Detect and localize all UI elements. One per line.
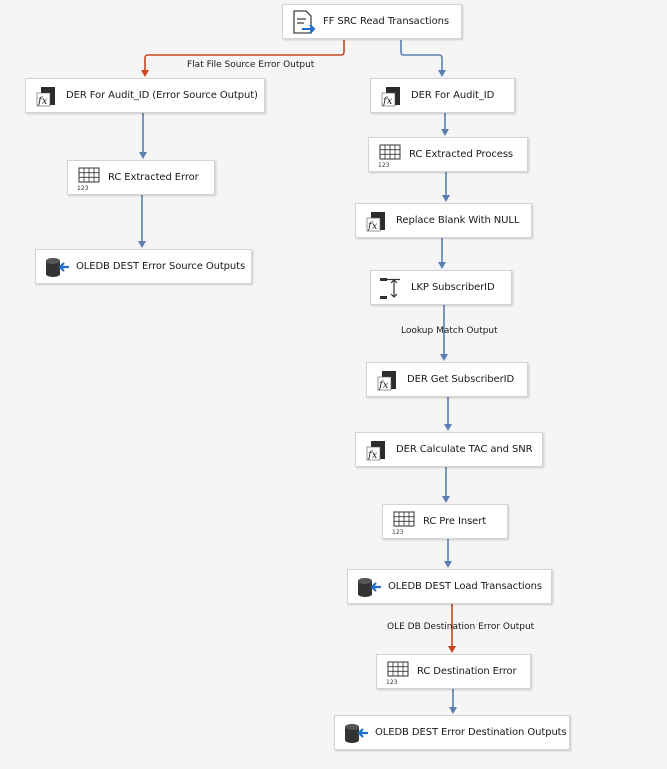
node-label: DER For Audit_ID [411,90,495,101]
node-label: OLEDB DEST Error Destination Outputs [375,727,567,738]
node-rc-extracted-error[interactable]: 123 RC Extracted Error [67,160,215,195]
derived-column-icon: fx [366,440,385,461]
node-oledb-dest-error-source[interactable]: OLEDB DEST Error Source Outputs [35,249,252,284]
arrowhead-icon [139,152,147,159]
derived-column-icon: fx [36,86,55,107]
svg-text:123: 123 [378,162,390,169]
derived-column-icon: fx [366,211,385,232]
lookup-icon [380,277,400,299]
node-oledb-dest-load[interactable]: OLEDB DEST Load Transactions [347,569,552,604]
path-der-audit-to-rc-process[interactable] [441,113,449,136]
node-der-audit[interactable]: fx DER For Audit_ID [370,78,515,113]
node-rc-pre-insert[interactable]: 123 RC Pre Insert [382,504,508,539]
svg-text:fx: fx [378,380,389,391]
path-rc-error-to-oledb-error[interactable] [138,195,146,248]
path-rc-dest-to-oledb-error-dest[interactable] [449,689,457,714]
oledb-destination-icon [358,577,381,597]
node-label: OLEDB DEST Load Transactions [388,581,542,592]
path-error-src-to-der-error[interactable] [141,40,345,77]
node-label: DER For Audit_ID (Error Source Output) [66,90,258,101]
arrowhead-icon [441,129,449,136]
node-oledb-dest-error-dest[interactable]: OLEDB DEST Error Destination Outputs [334,715,570,750]
svg-text:fx: fx [367,450,378,461]
svg-text:fx: fx [367,221,378,232]
oledb-destination-icon [46,257,69,277]
row-count-icon: 123 [77,167,100,192]
path-rc-pre-to-oledb-load[interactable] [444,539,452,568]
svg-text:123: 123 [77,185,89,192]
row-count-icon: 123 [386,661,409,686]
arrowhead-icon [442,195,450,202]
arrowhead-icon [444,561,452,568]
path-oledb-load-error-to-rc-dest[interactable] [448,604,456,653]
path-der-calc-to-rc-pre[interactable] [442,467,450,503]
node-der-get-subscriber[interactable]: fx DER Get SubscriberID [366,362,528,397]
row-count-icon: 123 [392,511,415,536]
node-label: RC Extracted Error [108,172,199,183]
node-label: RC Destination Error [417,666,517,677]
edge-label-flat-file-error: Flat File Source Error Output [187,60,315,70]
path-replace-to-lkp[interactable] [438,238,446,269]
edge-label-lookup-match: Lookup Match Output [401,326,498,336]
edge-label-oledb-error: OLE DB Destination Error Output [387,622,535,632]
node-replace-blank-null[interactable]: fx Replace Blank With NULL [355,203,532,238]
svg-text:123: 123 [392,529,404,536]
arrowhead-icon [438,262,446,269]
node-label: DER Get SubscriberID [407,374,515,385]
oledb-destination-icon [345,723,368,743]
svg-text:123: 123 [386,679,398,686]
row-count-icon: 123 [378,144,401,169]
node-ff-src-read-transactions[interactable]: FF SRC Read Transactions [282,4,462,39]
arrowhead-icon [141,70,149,77]
arrowhead-icon [138,241,146,248]
node-label: RC Extracted Process [409,149,514,160]
node-rc-destination-error[interactable]: 123 RC Destination Error [376,654,531,689]
svg-text:fx: fx [382,96,393,107]
path-rc-process-to-replace[interactable] [442,172,450,202]
node-rc-extracted-process[interactable]: 123 RC Extracted Process [368,137,528,172]
node-label: DER Calculate TAC and SNR [396,444,533,455]
arrowhead-icon [448,646,456,653]
arrowhead-icon [440,354,448,361]
arrowhead-icon [438,70,446,77]
node-label: LKP SubscriberID [411,282,495,293]
derived-column-icon: fx [377,370,396,391]
node-label: FF SRC Read Transactions [323,16,449,27]
node-der-calc-tac-snr[interactable]: fx DER Calculate TAC and SNR [355,432,543,467]
node-label: Replace Blank With NULL [396,215,520,226]
svg-text:fx: fx [37,96,48,107]
path-der-error-to-rc-error[interactable] [139,113,147,159]
derived-column-icon: fx [381,86,400,107]
node-lkp-subscriber[interactable]: LKP SubscriberID [370,270,512,305]
path-lkp-to-der-get[interactable] [440,305,448,361]
node-label: RC Pre Insert [423,516,487,527]
arrowhead-icon [449,707,457,714]
path-der-get-to-der-calc[interactable] [444,397,452,431]
node-der-audit-error[interactable]: fx DER For Audit_ID (Error Source Output… [25,78,265,113]
node-label: OLEDB DEST Error Source Outputs [76,261,246,272]
arrowhead-icon [444,424,452,431]
flat-file-source-icon [293,9,316,34]
path-src-to-der-audit[interactable] [400,40,446,77]
arrowhead-icon [442,496,450,503]
